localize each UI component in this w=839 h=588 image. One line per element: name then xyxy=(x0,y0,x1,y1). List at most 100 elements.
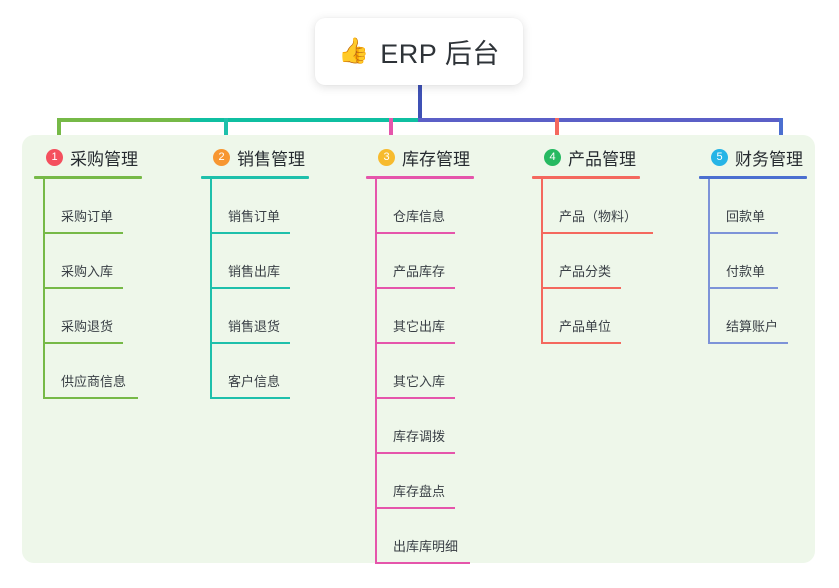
branch-number-badge: 3 xyxy=(378,148,395,166)
branch-item-label: 其它出库 xyxy=(393,319,446,334)
branch-spine-line xyxy=(210,179,212,399)
branch-item[interactable]: 其它出库 xyxy=(366,289,474,344)
branch-item[interactable]: 产品库存 xyxy=(366,234,474,289)
branch-item-underline xyxy=(210,232,290,234)
branch-item-label: 采购入库 xyxy=(61,264,114,279)
branch-item[interactable]: 采购订单 xyxy=(34,179,142,234)
branch-underline xyxy=(201,176,309,179)
branch-title: 销售管理 xyxy=(237,149,305,169)
branch-item-list: 回款单付款单结算账户 xyxy=(699,179,807,344)
branch-item[interactable]: 付款单 xyxy=(699,234,807,289)
branch-item-underline xyxy=(210,287,290,289)
branch-item[interactable]: 供应商信息 xyxy=(34,344,142,399)
branch-item-underline xyxy=(210,397,290,399)
branch-item-label: 客户信息 xyxy=(228,374,281,389)
branch-item-label: 供应商信息 xyxy=(61,374,127,389)
branch-item-underline xyxy=(43,342,123,344)
branch-number-badge: 2 xyxy=(213,148,230,166)
branch-item[interactable]: 库存盘点 xyxy=(366,454,474,509)
branch-number-badge: 5 xyxy=(711,148,728,166)
branch-item-underline xyxy=(210,342,290,344)
branch-title: 财务管理 xyxy=(735,149,803,169)
branch-item[interactable]: 其它入库 xyxy=(366,344,474,399)
branch-item-underline xyxy=(375,562,470,564)
branch-item-underline xyxy=(708,287,778,289)
branch-number-badge: 4 xyxy=(544,148,561,166)
branch-item-label: 付款单 xyxy=(726,264,766,279)
branch-item-underline xyxy=(708,342,788,344)
branch-item-underline xyxy=(43,397,138,399)
thumbs-up-icon: 👍 xyxy=(338,37,370,65)
branch-item-label: 产品单位 xyxy=(559,319,612,334)
branch-item-label: 销售出库 xyxy=(228,264,281,279)
branch-column-3: 3 库存管理仓库信息产品库存其它出库其它入库库存调拨库存盘点出库库明细 xyxy=(366,144,474,564)
branch-item[interactable]: 结算账户 xyxy=(699,289,807,344)
branch-item-underline xyxy=(375,342,455,344)
branch-item[interactable]: 采购退货 xyxy=(34,289,142,344)
branch-item-underline xyxy=(375,232,455,234)
branch-column-5: 5 财务管理回款单付款单结算账户 xyxy=(699,144,807,344)
branch-item[interactable]: 销售退货 xyxy=(201,289,309,344)
branch-column-2: 2 销售管理销售订单销售出库销售退货客户信息 xyxy=(201,144,309,399)
branch-header-3[interactable]: 3 库存管理 xyxy=(366,144,474,170)
branch-item-label: 产品分类 xyxy=(559,264,612,279)
branch-item-label: 销售退货 xyxy=(228,319,281,334)
branch-spine-line xyxy=(541,179,543,344)
branch-underline xyxy=(366,176,474,179)
branches-panel xyxy=(22,135,815,563)
branch-item-underline xyxy=(708,232,778,234)
branch-underline xyxy=(34,176,142,179)
page-title: ERP 后台 xyxy=(380,39,500,69)
branch-item[interactable]: 产品（物料） xyxy=(532,179,653,234)
branch-header-5[interactable]: 5 财务管理 xyxy=(699,144,807,170)
branch-item[interactable]: 库存调拨 xyxy=(366,399,474,454)
branch-item-label: 仓库信息 xyxy=(393,209,446,224)
branch-item-underline xyxy=(541,287,621,289)
branch-item[interactable]: 销售订单 xyxy=(201,179,309,234)
branch-item-label: 库存调拨 xyxy=(393,429,446,444)
branch-item-label: 出库库明细 xyxy=(393,539,459,554)
branch-item-label: 销售订单 xyxy=(228,209,281,224)
branch-item-label: 回款单 xyxy=(726,209,766,224)
branch-item-label: 产品库存 xyxy=(393,264,446,279)
branch-item-label: 采购退货 xyxy=(61,319,114,334)
branch-title: 采购管理 xyxy=(70,149,138,169)
branch-item-label: 其它入库 xyxy=(393,374,446,389)
branch-item-label: 库存盘点 xyxy=(393,484,446,499)
branch-item-underline xyxy=(375,287,455,289)
branch-item-underline xyxy=(375,507,455,509)
branch-item-label: 结算账户 xyxy=(726,319,779,334)
branch-item-list: 仓库信息产品库存其它出库其它入库库存调拨库存盘点出库库明细 xyxy=(366,179,474,564)
branch-item-list: 销售订单销售出库销售退货客户信息 xyxy=(201,179,309,399)
branch-spine-line xyxy=(375,179,377,564)
branch-item-underline xyxy=(541,342,621,344)
branch-item[interactable]: 产品分类 xyxy=(532,234,640,289)
branch-item[interactable]: 产品单位 xyxy=(532,289,640,344)
branch-column-1: 1 采购管理采购订单采购入库采购退货供应商信息 xyxy=(34,144,142,399)
branch-underline xyxy=(699,176,807,179)
branch-column-4: 4 产品管理产品（物料） 产品分类产品单位 xyxy=(532,144,653,344)
branch-item[interactable]: 销售出库 xyxy=(201,234,309,289)
branch-number-badge: 1 xyxy=(46,148,63,166)
branch-header-1[interactable]: 1 采购管理 xyxy=(34,144,142,170)
branch-title: 库存管理 xyxy=(402,149,470,169)
branch-item-label: 产品（物料） xyxy=(559,209,638,224)
branch-underline xyxy=(532,176,640,179)
branch-title: 产品管理 xyxy=(568,149,636,169)
branch-item-underline xyxy=(375,452,455,454)
branch-item[interactable]: 回款单 xyxy=(699,179,807,234)
branch-item[interactable]: 出库库明细 xyxy=(366,509,474,564)
branch-item-underline xyxy=(541,232,653,234)
branch-spine-line xyxy=(43,179,45,399)
branch-item-underline xyxy=(375,397,455,399)
branch-item[interactable]: 采购入库 xyxy=(34,234,142,289)
branch-item-list: 产品（物料） 产品分类产品单位 xyxy=(532,179,653,344)
branch-item-label: 采购订单 xyxy=(61,209,114,224)
branch-header-4[interactable]: 4 产品管理 xyxy=(532,144,640,170)
branch-header-2[interactable]: 2 销售管理 xyxy=(201,144,309,170)
branch-item[interactable]: 客户信息 xyxy=(201,344,309,399)
root-node[interactable]: 👍 ERP 后台 xyxy=(315,18,523,85)
branch-item[interactable]: 仓库信息 xyxy=(366,179,474,234)
branch-item-underline xyxy=(43,232,123,234)
